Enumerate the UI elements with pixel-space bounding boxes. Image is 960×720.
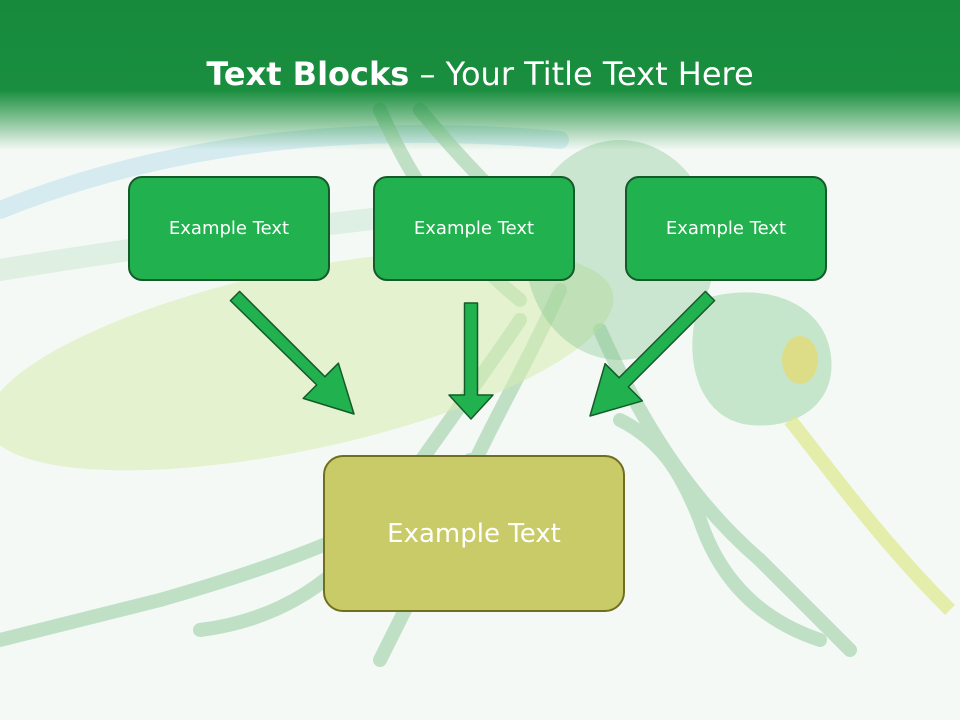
arrow-right-diagonal	[589, 290, 716, 417]
top-text-block-1: Example Text	[128, 176, 330, 281]
bottom-text-block-label: Example Text	[387, 518, 561, 549]
title-bold-part: Text Blocks	[206, 55, 410, 93]
header-band	[0, 0, 960, 150]
slide-title: Text Blocks – Your Title Text Here	[0, 52, 960, 96]
bottom-text-block: Example Text	[323, 455, 625, 612]
arrow-center-down	[448, 302, 494, 420]
top-text-block-2: Example Text	[373, 176, 575, 281]
top-text-block-3: Example Text	[625, 176, 827, 281]
title-regular-part: – Your Title Text Here	[409, 55, 754, 93]
arrow-left-diagonal	[229, 290, 355, 415]
top-text-block-3-label: Example Text	[665, 218, 787, 239]
top-text-block-2-label: Example Text	[413, 218, 535, 239]
top-text-block-1-label: Example Text	[168, 218, 290, 239]
